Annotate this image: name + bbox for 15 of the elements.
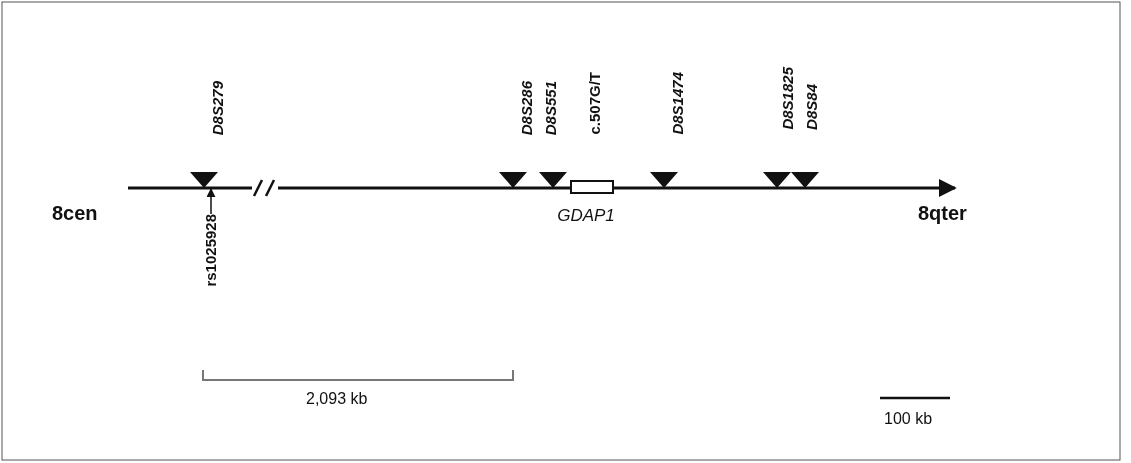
marker-label: D8S84 <box>804 84 820 130</box>
gene-label: GDAP1 <box>556 206 616 226</box>
marker-label: D8S551 <box>543 80 559 135</box>
chromosome-end-label: 8qter <box>918 202 967 225</box>
chromosome-line <box>128 179 957 197</box>
marker-label: D8S1474 <box>670 72 686 135</box>
marker-label: D8S279 <box>210 80 226 135</box>
snp-label: rs1025928 <box>203 214 219 287</box>
leader-arrow <box>206 188 216 215</box>
marker-label: D8S1825 <box>780 67 796 130</box>
marker-label: c.507G/T <box>587 72 603 135</box>
marker-label: D8S286 <box>519 80 535 135</box>
scale-label: 100 kb <box>884 410 933 428</box>
chromosome-end-label: 8cen <box>52 202 98 225</box>
scale-label: 2,093 kb <box>306 390 368 408</box>
